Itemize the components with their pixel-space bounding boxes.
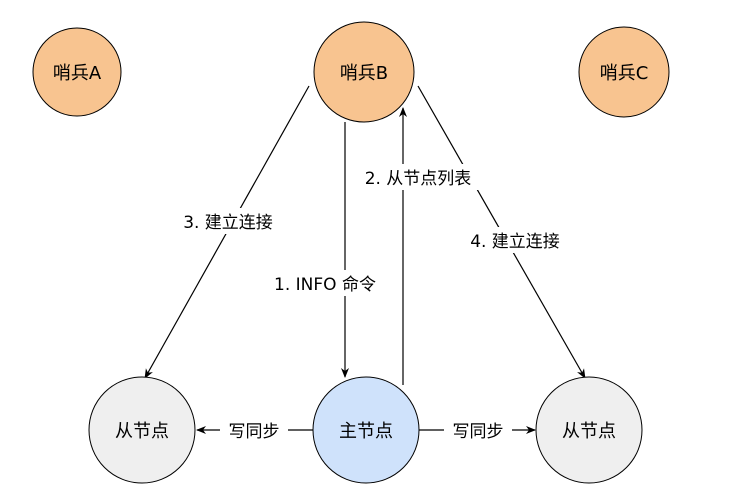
label-bg-sync-right: [444, 418, 512, 442]
node-shape: [313, 21, 415, 123]
edge-label-sync-right: 写同步: [453, 422, 504, 442]
node-replica-right: 从节点: [535, 376, 643, 484]
nodes: 哨兵A 哨兵B 哨兵C 从节点 主节点 从节点: [32, 21, 670, 484]
node-label: 哨兵A: [53, 63, 102, 84]
node-label: 从节点: [562, 421, 616, 442]
node-label: 主节点: [339, 421, 393, 442]
label-bg-sync-left: [220, 418, 288, 442]
node-sentinel-b: 哨兵B: [313, 21, 415, 123]
node-shape: [578, 26, 670, 118]
node-label: 哨兵C: [600, 63, 649, 84]
label-bg-replica-list: [350, 164, 486, 190]
edge-label-connect-right: 4. 建立连接: [470, 232, 560, 252]
node-shape: [88, 376, 196, 484]
edge-label-backgrounds: [172, 164, 572, 442]
label-bg-connect-left: [172, 208, 284, 234]
edge-label-sync-left: 写同步: [229, 422, 280, 442]
node-label: 哨兵B: [340, 63, 388, 84]
label-bg-info-command: [262, 270, 388, 296]
edge-label-connect-left: 3. 建立连接: [183, 213, 273, 233]
node-shape: [32, 27, 122, 117]
node-shape: [535, 376, 643, 484]
node-label: 从节点: [115, 421, 169, 442]
edge-label-info-command: 1. INFO 命令: [274, 275, 376, 295]
node-shape: [312, 376, 420, 484]
edge-labels: 1. INFO 命令 2. 从节点列表 3. 建立连接 4. 建立连接 写同步 …: [183, 169, 560, 442]
node-sentinel-c: 哨兵C: [578, 26, 670, 118]
label-bg-connect-right: [458, 227, 572, 253]
node-replica-left: 从节点: [88, 376, 196, 484]
edge-label-replica-list: 2. 从节点列表: [365, 169, 472, 189]
node-sentinel-a: 哨兵A: [32, 27, 122, 117]
node-master: 主节点: [312, 376, 420, 484]
